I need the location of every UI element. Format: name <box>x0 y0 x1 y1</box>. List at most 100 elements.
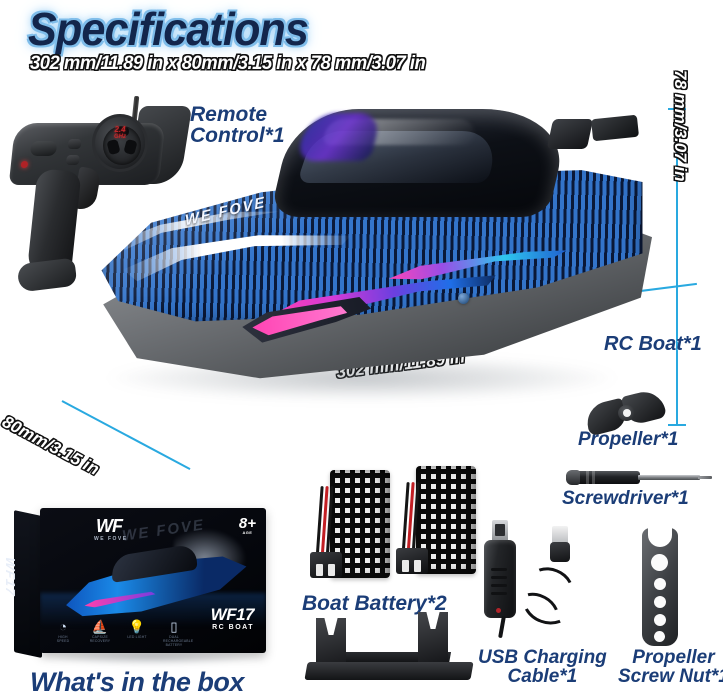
screwdriver-caption: Screwdriver*1 <box>562 488 689 509</box>
battery-pin <box>316 564 323 576</box>
screwdriver-image <box>566 470 714 486</box>
product-box-model: WF17 RC BOAT <box>210 604 255 631</box>
usb-charge-led <box>496 608 501 613</box>
remote-wheel-spoke <box>116 127 129 136</box>
remote-frequency-unit: GHz <box>114 134 126 140</box>
usb-connector-tip <box>552 526 568 544</box>
product-box-feature-icons: ◔ HIGH SPEED ⛵ CAPSIZE RECOVERY 💡 LED LI… <box>52 619 194 647</box>
whats-in-the-box-caption: What's in the box <box>30 667 244 697</box>
boat-battery-image <box>310 470 390 580</box>
product-box-image: WF17 WE FOVE WF WE FOVE 8+ AGE WF17 RC B… <box>3 508 270 666</box>
usb-caption-line2: Cable*1 <box>507 666 578 688</box>
feature-label: DUAL RECHARGEABLE BATTERY <box>163 635 194 647</box>
wrench-jaw-gap <box>654 524 666 538</box>
product-box-model-name: WF17 <box>210 604 255 624</box>
remote-frequency-value: 2.4 <box>114 125 126 134</box>
boat-battery-image <box>396 466 476 576</box>
usb-cord-tail <box>498 615 506 639</box>
screwdriver-cap <box>566 470 580 485</box>
remote-control-caption-line1: Remote <box>190 103 268 126</box>
usb-caption-line1: USB Charging <box>478 647 607 668</box>
screwdriver-shaft <box>638 475 700 480</box>
boat-rear-mount-b <box>590 114 640 142</box>
wrench-hole <box>654 596 666 608</box>
screw-nut-caption-line2: Screw Nut*1 <box>618 666 723 688</box>
remote-button-1 <box>67 139 82 149</box>
product-box-spine-text: WF17 <box>3 555 18 598</box>
stand-upright <box>316 618 346 668</box>
remote-control-image: 2.4 GHz <box>6 95 196 293</box>
battery-connector <box>310 552 342 578</box>
remote-steering-wheel <box>92 114 148 172</box>
remote-control-caption: Remote Control*1 <box>190 104 285 147</box>
product-box-front: WE FOVE WF WE FOVE 8+ AGE WF17 RC BOAT ◔… <box>40 508 266 653</box>
usb-vent <box>491 592 507 595</box>
speed-icon: ◔ <box>59 619 67 634</box>
boat-side-port <box>458 293 469 304</box>
dimensions-subtitle: 302 mm/11.89 in x 80mm/3.15 in x 78 mm/3… <box>30 53 426 74</box>
propeller-caption: Propeller*1 <box>578 429 679 450</box>
wrench-hole <box>651 554 668 571</box>
propeller-screw-nut-tool-image <box>634 524 686 646</box>
propeller-screw-nut-caption: Propeller Screw Nut*1 <box>618 648 723 687</box>
boat-stand-image <box>304 612 474 684</box>
feature-label: CAPSIZE RECOVERY <box>89 635 111 643</box>
remote-frequency-label: 2.4 GHz <box>114 125 126 141</box>
wrench-hole <box>654 578 666 590</box>
usb-vent <box>491 576 507 579</box>
usb-a-plug-insert <box>495 524 505 536</box>
boat-battery-caption: Boat Battery*2 <box>302 592 447 615</box>
product-box-logo-subtext: WE FOVE <box>94 536 128 542</box>
width-dimension-label: 80mm/3.15 in <box>0 412 103 479</box>
height-measure-cap-top <box>668 108 686 110</box>
feature-speed-icon: ◔ HIGH SPEED <box>52 620 74 647</box>
light-icon: 💡 <box>128 619 146 634</box>
screwdriver-tip <box>698 476 712 479</box>
screwdriver-ring <box>586 471 589 484</box>
product-box-logo: WF <box>96 516 123 536</box>
propeller-image <box>582 387 668 437</box>
wrench-hole <box>654 614 666 626</box>
usb-vent <box>491 584 507 587</box>
height-dimension-label: 78 mm/3.07 in <box>671 70 690 182</box>
usb-charging-cable-caption: USB Charging Cable*1 <box>478 648 607 687</box>
remote-led-indicator <box>20 161 29 168</box>
height-measure-cap-bottom <box>668 424 686 426</box>
usb-vent <box>491 568 507 571</box>
product-box-shadow <box>34 654 270 666</box>
screw-nut-caption-line1: Propeller <box>632 647 715 668</box>
usb-connector-body <box>550 542 570 562</box>
usb-charging-cable-image <box>474 520 602 644</box>
rc-boat-image: WE FOVE <box>92 105 662 405</box>
battery-pin <box>414 560 421 572</box>
battery-pin <box>328 564 335 576</box>
feature-capsize-icon: ⛵ CAPSIZE RECOVERY <box>89 620 111 647</box>
stand-base <box>304 662 474 680</box>
feature-label: LED LIGHT <box>127 635 147 639</box>
screwdriver-ring <box>592 471 595 484</box>
page-title: Specifications <box>28 3 309 55</box>
remote-knob <box>29 141 58 156</box>
boat-icon: ⛵ <box>91 619 109 634</box>
feature-label: HIGH SPEED <box>56 635 70 643</box>
propeller-hole <box>623 409 631 417</box>
battery-wires <box>396 481 422 559</box>
boat-canopy-blue-accent <box>296 113 382 161</box>
battery-wires <box>310 485 336 563</box>
remote-wheel-inner <box>103 126 141 165</box>
battery-connector <box>396 548 428 574</box>
product-box-model-sub: RC BOAT <box>212 623 254 631</box>
remote-button-2 <box>65 155 80 165</box>
battery-icon: ▯ <box>170 619 178 634</box>
height-measure-line <box>676 108 678 426</box>
product-box-spine: WF17 <box>3 510 42 658</box>
remote-control-caption-line2: Control*1 <box>190 124 285 148</box>
remote-grip-foot <box>16 257 78 293</box>
boat-rear-mount-a <box>546 119 594 149</box>
wrench-hole <box>654 631 665 642</box>
battery-pin <box>402 560 409 572</box>
rc-boat-caption: RC Boat*1 <box>604 333 702 355</box>
stand-upright <box>418 612 448 662</box>
screwdriver-handle <box>566 471 640 484</box>
